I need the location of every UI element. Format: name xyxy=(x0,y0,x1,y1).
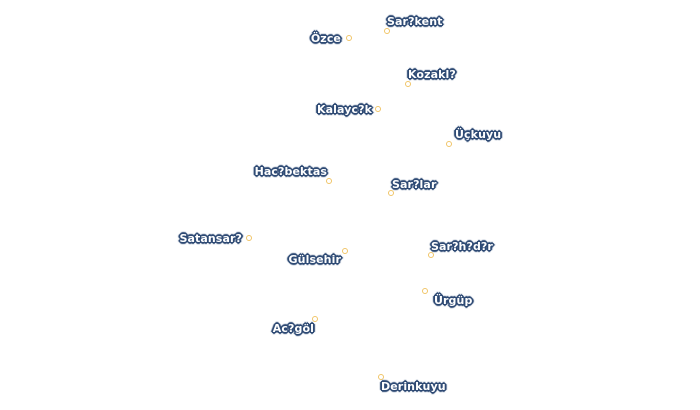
place-marker-icon[interactable] xyxy=(246,235,252,241)
place-label: Özce xyxy=(310,32,341,45)
place-label: Ürgüp xyxy=(434,294,473,307)
place-marker-icon[interactable] xyxy=(405,81,411,87)
place-label: Satansar? xyxy=(179,232,242,245)
place-marker-icon[interactable] xyxy=(326,178,332,184)
place-marker-icon[interactable] xyxy=(346,35,352,41)
place-marker-icon[interactable] xyxy=(422,288,428,294)
place-label: Gülsehir xyxy=(288,253,341,266)
place-marker-icon[interactable] xyxy=(312,316,318,322)
place-label: Üçkuyu xyxy=(455,128,502,141)
place-marker-icon[interactable] xyxy=(388,190,394,196)
place-label: Sar?lar xyxy=(392,178,437,191)
place-marker-icon[interactable] xyxy=(446,141,452,147)
place-label: Derinkuyu xyxy=(381,380,446,393)
place-label: Ac?göl xyxy=(272,322,314,335)
place-label: Kozakl? xyxy=(408,68,456,81)
place-marker-icon[interactable] xyxy=(428,252,434,258)
place-label: Hac?bektas xyxy=(254,165,327,178)
place-marker-icon[interactable] xyxy=(342,248,348,254)
place-label: Sar?kent xyxy=(387,15,443,28)
place-marker-icon[interactable] xyxy=(378,374,384,380)
place-label: Kalayc?k xyxy=(317,103,372,116)
place-marker-icon[interactable] xyxy=(384,28,390,34)
place-marker-icon[interactable] xyxy=(375,106,381,112)
place-label: Sar?h?d?r xyxy=(431,240,493,253)
